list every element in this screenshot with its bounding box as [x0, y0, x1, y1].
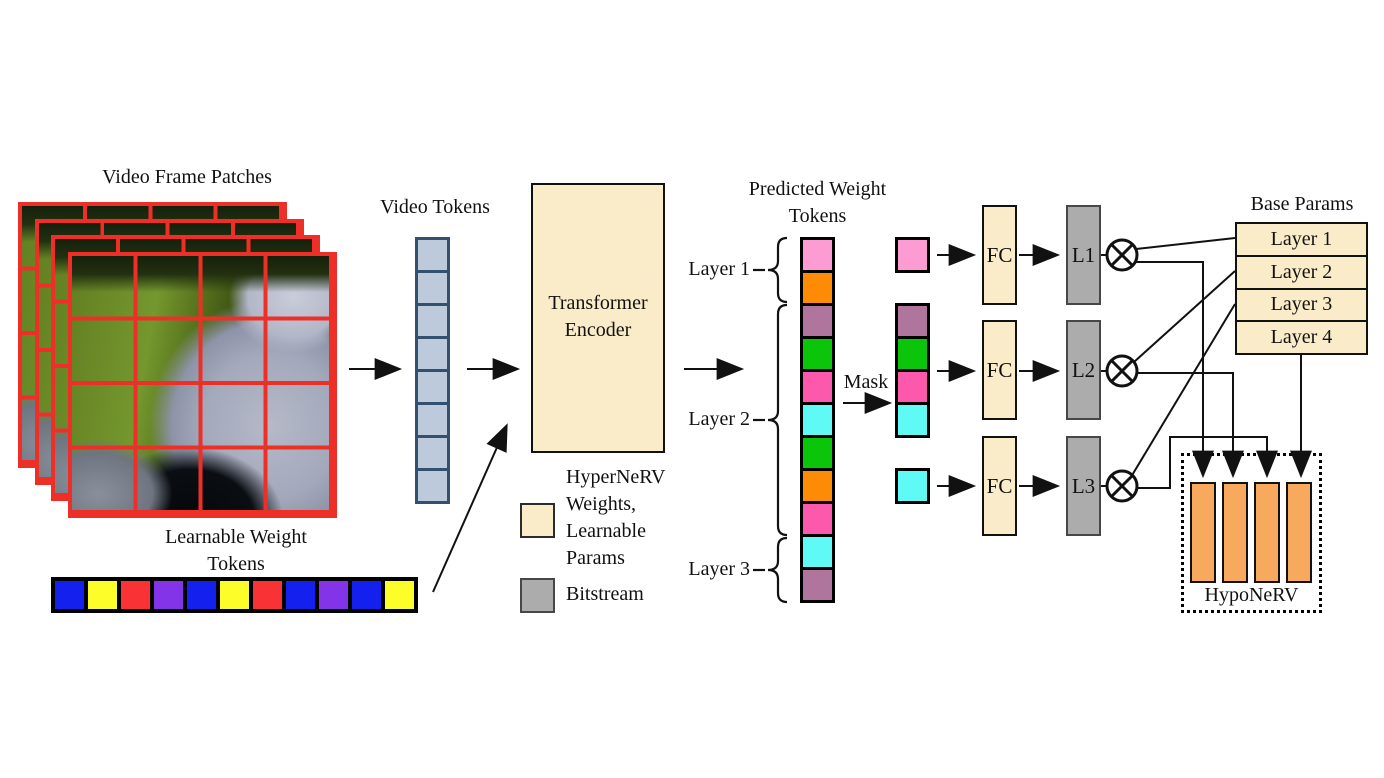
masked-group-3: [895, 468, 930, 504]
predicted-token-column-token-9-magenta: [800, 501, 835, 537]
learnable-weight-label-line1: Learnable Weight: [165, 526, 307, 548]
hyponerv-label: HypoNeRV: [1204, 584, 1299, 606]
video-token-6: [415, 402, 450, 438]
learnable-token-row-token-2-yellow: [84, 577, 121, 613]
base-params-row-3: Layer 3: [1237, 287, 1366, 321]
masked-group-1-token-1-pink: [895, 237, 930, 273]
legend-hypernerv-line2: Weights,: [566, 493, 637, 515]
video-frame-4: [68, 252, 337, 518]
predicted-token-column-token-4-green: [800, 336, 835, 372]
video-token-3: [415, 303, 450, 339]
learnable-token-row-token-9-purple: [315, 577, 352, 613]
base-params-row-2: Layer 2: [1237, 254, 1366, 288]
masked-group-2-token-2-green: [895, 336, 930, 372]
bitstream-box-l3: L3: [1066, 436, 1101, 536]
fc-box-3: FC: [982, 436, 1017, 536]
learnable-token-row-token-8-blue: [282, 577, 319, 613]
layer1-brace: [767, 236, 788, 304]
encoder-label-line2: Encoder: [564, 319, 632, 341]
legend-hypernerv-line4: Params: [566, 547, 625, 569]
fc-box-1: FC: [982, 205, 1017, 305]
learnable-token-row-token-11-yellow: [381, 577, 418, 613]
transformer-encoder-box: Transformer Encoder: [531, 183, 665, 453]
fc-label-2: FC: [986, 357, 1013, 382]
predicted-token-column-token-6-cyan: [800, 402, 835, 438]
layer2-brace-label: Layer 2: [688, 408, 750, 430]
line-multiply3-to-layer3: [1130, 303, 1236, 478]
predicted-token-column: [800, 237, 835, 603]
l1-label: L1: [1071, 242, 1096, 267]
bitstream-box-l1: L1: [1066, 205, 1101, 305]
masked-group-3-token-1-cyan: [895, 468, 930, 504]
learnable-token-row-token-1-blue: [51, 577, 88, 613]
learnable-token-row-token-4-purple: [150, 577, 187, 613]
multiply-icon-1: [1105, 238, 1139, 272]
bitstream-box-l2: L2: [1066, 320, 1101, 420]
video-tokens-label: Video Tokens: [380, 196, 490, 218]
learnable-token-row-token-3-red: [117, 577, 154, 613]
video-token-1: [415, 237, 450, 273]
video-token-column: [415, 237, 450, 504]
fc-label-3: FC: [986, 473, 1013, 498]
video-token-7: [415, 435, 450, 471]
predicted-weight-label-line2: Tokens: [788, 205, 847, 227]
predicted-token-column-token-10-cyan: [800, 534, 835, 570]
hyponerv-bar-4: [1286, 482, 1312, 583]
legend-bitstream-label: Bitstream: [566, 583, 644, 605]
learnable-token-row-token-10-blue: [348, 577, 385, 613]
legend-hypernerv-line3: Learnable: [566, 520, 646, 542]
legend-swatch-bitstream: [520, 578, 555, 613]
learnable-token-row-token-7-red: [249, 577, 286, 613]
video-token-8: [415, 468, 450, 504]
predicted-token-column-token-3-mauve: [800, 303, 835, 339]
video-token-4: [415, 336, 450, 372]
predicted-weight-label-line1: Predicted Weight: [748, 178, 887, 200]
masked-group-2-token-1-mauve: [895, 303, 930, 339]
masked-group-2: [895, 303, 930, 438]
line-multiply1-to-layer1: [1135, 237, 1236, 250]
multiply-icon-2: [1105, 354, 1139, 388]
predicted-token-column-token-5-magenta: [800, 369, 835, 405]
masked-group-2-token-3-magenta: [895, 369, 930, 405]
predicted-token-column-token-11-mauve: [800, 567, 835, 603]
learnable-token-row: [51, 577, 418, 613]
layer1-brace-label: Layer 1: [688, 258, 750, 280]
learnable-weight-label-line2: Tokens: [207, 553, 265, 575]
layer3-brace-label: Layer 3: [688, 558, 750, 580]
fc-box-2: FC: [982, 320, 1017, 420]
mask-label: Mask: [843, 371, 889, 393]
video-token-2: [415, 270, 450, 306]
learnable-token-row-token-6-yellow: [216, 577, 253, 613]
base-params-row-1: Layer 1: [1270, 227, 1333, 250]
predicted-token-column-token-8-orange: [800, 468, 835, 504]
hyponerv-bar-1: [1190, 482, 1216, 583]
predicted-token-column-token-2-orange: [800, 270, 835, 306]
masked-group-1: [895, 237, 930, 273]
layer3-brace: [767, 536, 788, 604]
multiply-icon-3: [1105, 469, 1139, 503]
predicted-token-column-token-1-pink: [800, 237, 835, 273]
transformer-encoder-label: Transformer Encoder: [533, 290, 663, 344]
hyponerv-bar-3: [1254, 482, 1280, 583]
line-multiply2-to-layer2: [1133, 270, 1236, 363]
video-frame-patches-label: Video Frame Patches: [102, 166, 272, 188]
legend-hypernerv-line1: HyperNeRV: [566, 466, 666, 488]
line-multiply1-to-bar1: [1135, 261, 1214, 479]
legend-swatch-hypernerv: [520, 503, 555, 538]
base-params-row-4: Layer 4: [1237, 320, 1366, 353]
hyponerv-bar-2: [1222, 482, 1248, 583]
layer2-brace: [767, 303, 788, 537]
encoder-label-line1: Transformer: [548, 292, 648, 314]
hyponerv-bars: [1190, 482, 1312, 583]
masked-group-2-token-4-cyan: [895, 402, 930, 438]
video-token-5: [415, 369, 450, 405]
learnable-token-row-token-5-blue: [183, 577, 220, 613]
fc-label-1: FC: [986, 242, 1013, 267]
predicted-token-column-token-7-green: [800, 435, 835, 471]
l3-label: L3: [1071, 473, 1096, 498]
base-params-label: Base Params: [1250, 193, 1354, 215]
l2-label: L2: [1071, 357, 1096, 382]
